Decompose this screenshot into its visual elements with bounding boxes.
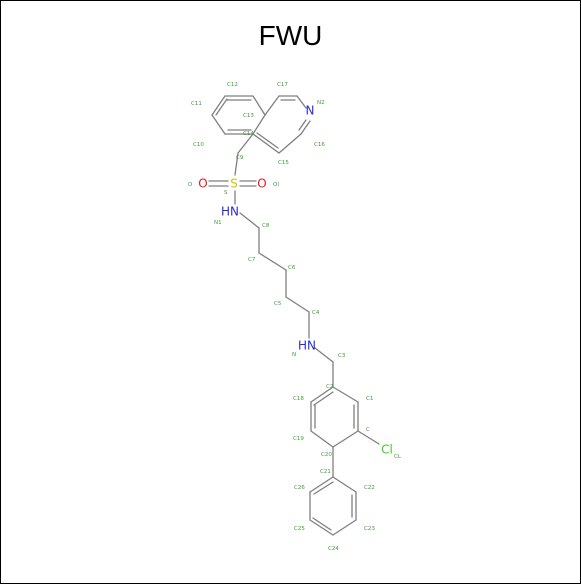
label-c26: C26 [294, 485, 305, 491]
label-c5: C5 [274, 301, 282, 307]
label-c10: C10 [193, 142, 204, 148]
label-c16: C16 [314, 142, 325, 148]
label-n2: N2 [317, 100, 325, 106]
label-c2: C2 [326, 384, 333, 390]
atom-o-right: O [257, 177, 266, 191]
label-c11: C11 [191, 101, 202, 107]
label-c15: C15 [278, 160, 289, 166]
atom-n2: N [306, 104, 315, 118]
label-c19: C19 [293, 436, 304, 442]
atom-o-left: O [198, 177, 207, 191]
label-c4: C4 [312, 310, 320, 316]
label-c25: C25 [294, 526, 305, 532]
atom-s: S [230, 177, 238, 191]
label-c13: C13 [243, 113, 254, 119]
label-c6: C6 [288, 265, 296, 271]
label-c18: C18 [293, 396, 304, 402]
label-cl: CL [394, 454, 402, 460]
label-c7: C7 [248, 257, 256, 263]
label-c: C [366, 427, 370, 433]
label-s: S [224, 190, 228, 196]
atom-index-labels: C12 C17 C11 N2 C13 C14 C10 C16 C9 C15 O … [188, 82, 402, 552]
atom-nh-1: HN [221, 205, 239, 219]
label-c3: C3 [338, 353, 346, 359]
atom-nh-2: HN [298, 339, 316, 353]
label-c23: C23 [364, 526, 375, 532]
label-c17: C17 [277, 82, 288, 88]
bond-lines [208, 95, 380, 536]
label-c1: C1 [366, 396, 373, 402]
label-c20: C20 [321, 452, 332, 458]
label-n: N [292, 352, 296, 358]
label-oi: OI [273, 182, 279, 188]
label-c12: C12 [227, 82, 238, 88]
label-c9: C9 [236, 155, 244, 161]
label-o: O [188, 182, 193, 188]
atom-cl: Cl [381, 443, 393, 457]
label-n1: N1 [214, 220, 222, 226]
molecule-title: FWU [258, 20, 323, 51]
label-c21: C21 [320, 469, 331, 475]
label-c22: C22 [364, 485, 375, 491]
label-c14: C14 [243, 131, 254, 137]
label-c24: C24 [328, 546, 339, 552]
label-c8: C8 [262, 223, 270, 229]
